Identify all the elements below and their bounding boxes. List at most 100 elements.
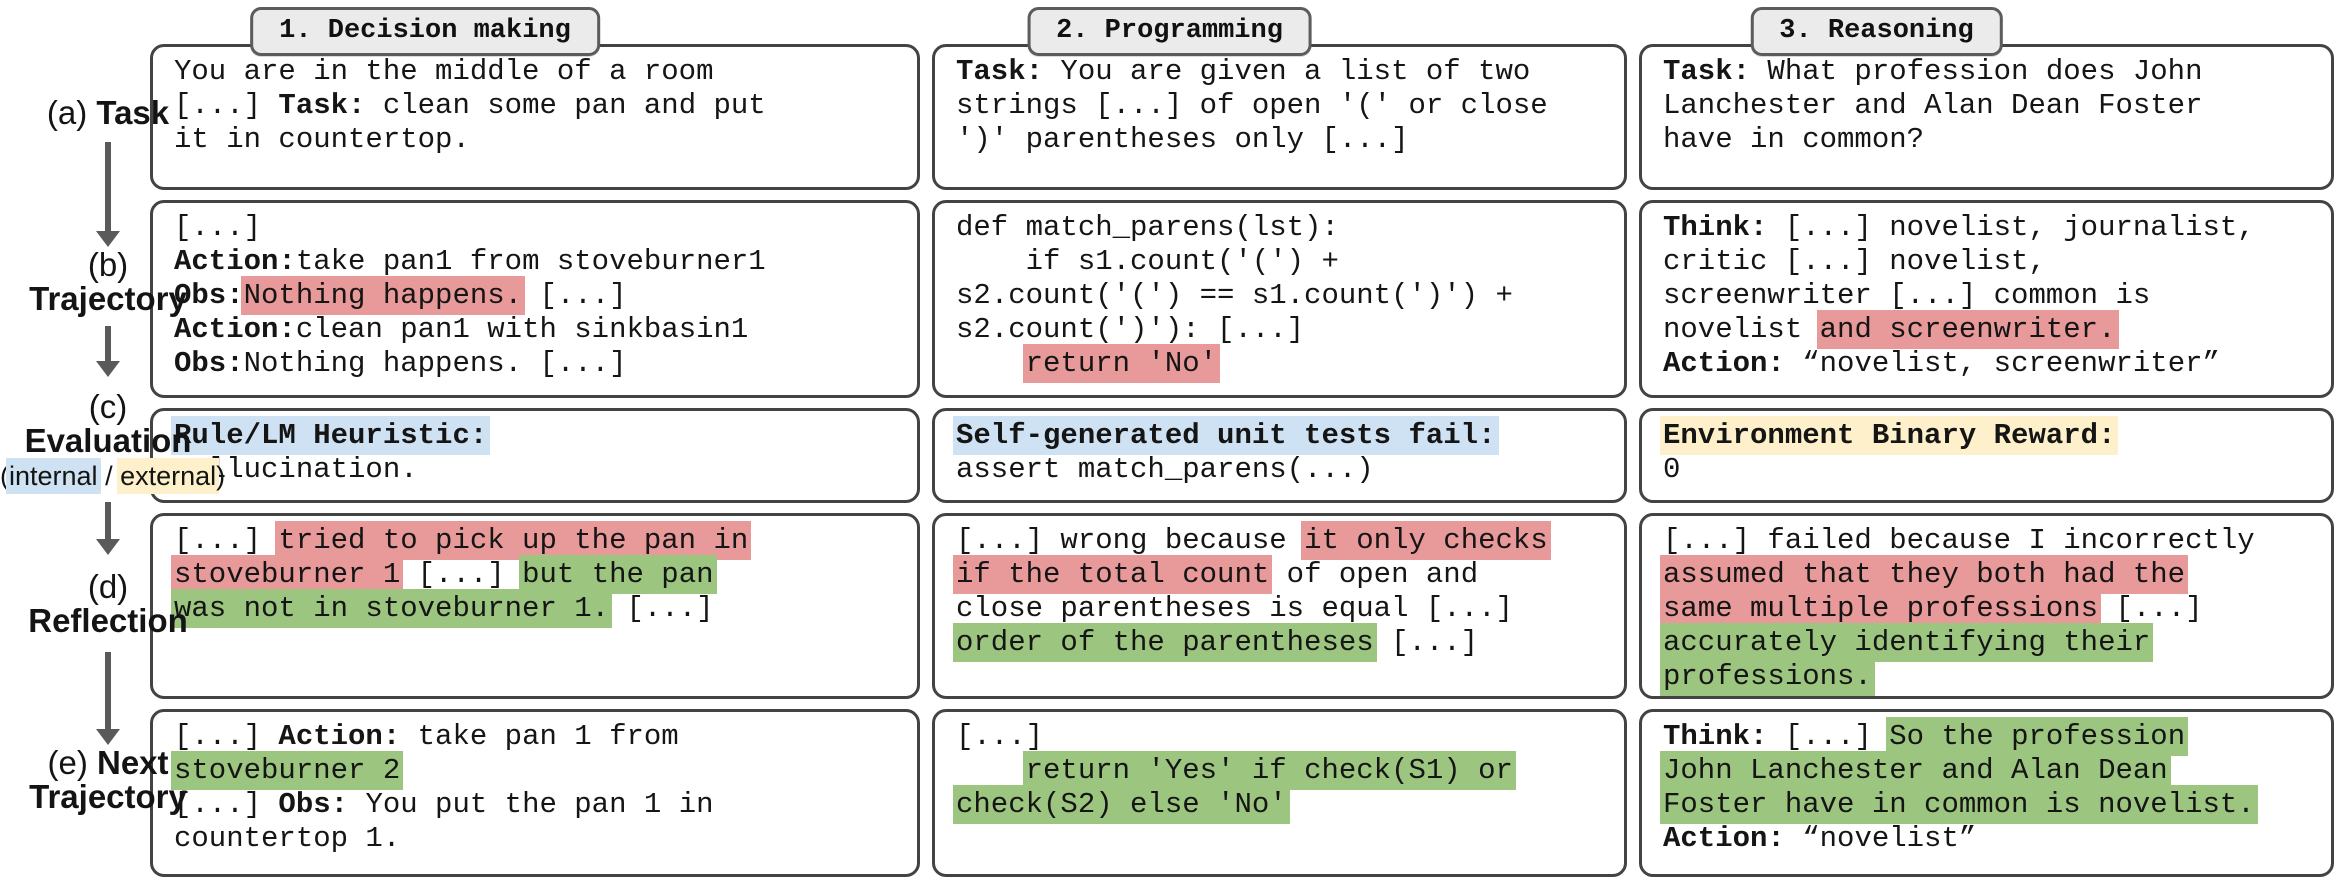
text-line: Action:clean pan1 with sinkbasin1 <box>174 313 896 347</box>
red-highlighted-text: it only checks <box>1301 521 1551 560</box>
text-segment: if s1.count('(') + <box>956 245 1339 278</box>
text-line: def match_parens(lst): <box>956 211 1603 245</box>
text-segment: clean pan1 with sinkbasin1 <box>295 313 749 346</box>
arrow-evaluation-to-reflection-icon <box>105 502 111 540</box>
row-label-evaluation: (c) Evaluation (internal / external) <box>0 390 225 494</box>
text-segment: “novelist, screenwriter” <box>1784 347 2220 380</box>
decision-making-task-box: You are in the middle of a room[...] Tas… <box>150 44 920 190</box>
text-line: [...] Task: clean some pan and put <box>174 89 896 123</box>
text-segment: 0 <box>1663 453 1681 486</box>
text-line: You are in the middle of a room <box>174 55 896 89</box>
note-paren: ) <box>216 461 226 491</box>
text-line: strings [...] of open '(' or close <box>956 89 1603 123</box>
text-line: [...] <box>956 720 1603 754</box>
text-segment: Think: <box>1663 720 1768 753</box>
text-line: Lanchester and Alan Dean Foster <box>1663 89 2310 123</box>
text-segment: You put the pan 1 in <box>348 788 714 821</box>
text-segment: Obs: <box>278 788 349 821</box>
text-segment: What profession does John <box>1750 55 2203 88</box>
text-segment: [...] <box>1373 626 1479 659</box>
text-line: stoveburner 1 [...] but the pan <box>171 555 896 594</box>
green-highlighted-text: check(S2) else 'No' <box>953 785 1290 824</box>
row-label-text-line2: Trajectory <box>29 778 187 815</box>
red-highlighted-text: tried to pick up the pan in <box>275 521 752 560</box>
text-line: Rule/LM Heuristic: <box>171 416 896 455</box>
arrow-reflection-to-next-icon <box>105 652 111 730</box>
text-segment: close parentheses is equal [...] <box>956 592 1513 625</box>
programming-trajectory-box: def match_parens(lst): if s1.count('(') … <box>932 200 1627 398</box>
text-line: return 'No' <box>956 344 1603 383</box>
text-segment: take pan1 from stoveburner1 <box>295 245 766 278</box>
text-line: if s1.count('(') + <box>956 245 1603 279</box>
green-highlighted-text: Foster have in common is novelist. <box>1660 785 2258 824</box>
column-header-tab-programming: 2. Programming <box>1027 7 1312 56</box>
text-segment: Action: <box>1663 347 1785 380</box>
text-line: check(S2) else 'No' <box>953 785 1603 824</box>
red-highlighted-text: same multiple professions <box>1660 589 2102 628</box>
green-highlighted-text: return 'Yes' if check(S1) or <box>1022 751 1516 790</box>
text-segment: Think: <box>1663 211 1768 244</box>
green-highlighted-text: but the pan <box>519 555 717 594</box>
text-line: Hallucination. <box>174 453 896 487</box>
text-segment: s2.count('(') == s1.count(')') + <box>956 279 1513 312</box>
text-segment: [...] <box>1767 720 1890 753</box>
note-paren: ( <box>0 461 9 491</box>
text-segment: ')' parentheses only [...] <box>956 123 1409 156</box>
red-highlighted-text: and screenwriter. <box>1816 310 2119 349</box>
column-header-tab-decision-making: 1. Decision making <box>250 7 600 56</box>
text-segment: Task: <box>956 55 1044 88</box>
text-segment: screenwriter [...] common is <box>1663 279 2151 312</box>
text-line: 0 <box>1663 453 2310 487</box>
text-segment: Nothing happens. [...] <box>243 347 627 380</box>
text-line: close parentheses is equal [...] <box>956 592 1603 626</box>
text-segment: have in common? <box>1663 123 1925 156</box>
text-segment: Obs: <box>174 347 244 380</box>
text-line: if the total count of open and <box>953 555 1603 594</box>
text-line: same multiple professions [...] <box>1660 589 2310 628</box>
text-segment: “novelist” <box>1784 822 1977 855</box>
green-highlighted-text: accurately identifying their <box>1660 623 2154 662</box>
text-line: Self-generated unit tests fail: <box>953 416 1603 455</box>
row-label-trajectory: (b) Trajectory <box>0 248 216 316</box>
text-line: order of the parentheses [...] <box>953 623 1603 662</box>
text-line: [...] failed because I incorrectly <box>1663 524 2310 558</box>
text-segment: Action: <box>174 313 296 346</box>
text-segment: Action: <box>174 245 296 278</box>
text-line: ')' parentheses only [...] <box>956 123 1603 157</box>
red-highlighted-text: return 'No' <box>1022 344 1221 383</box>
green-highlighted-text: order of the parentheses <box>953 623 1377 662</box>
text-line: screenwriter [...] common is <box>1663 279 2310 313</box>
text-line: Obs:Nothing happens. [...] <box>174 347 896 381</box>
row-label-task: (a) Task <box>0 96 216 130</box>
text-segment: def match_parens(lst): <box>956 211 1339 244</box>
row-label-text: Reflection <box>28 602 188 639</box>
row-label-prefix: (d) <box>87 568 129 605</box>
red-highlighted-text: if the total count <box>953 555 1273 594</box>
text-segment: [...] <box>174 524 279 557</box>
text-segment: [...] <box>522 279 627 312</box>
text-segment: Lanchester and Alan Dean Foster <box>1663 89 2203 122</box>
text-line: Action: “novelist, screenwriter” <box>1663 347 2310 381</box>
text-line: Environment Binary Reward: <box>1660 416 2310 455</box>
text-line: Task: You are given a list of two <box>956 55 1603 89</box>
row-label-prefix: (e) <box>47 744 97 781</box>
text-segment <box>956 754 1026 787</box>
text-segment: s2.count(')'): [...] <box>956 313 1305 346</box>
text-segment: Action: <box>278 720 401 753</box>
reasoning-evaluation-box: Environment Binary Reward:0 <box>1639 408 2334 503</box>
row-label-text: Trajectory <box>29 280 187 317</box>
text-segment: You are in the middle of a room <box>174 55 714 88</box>
row-label-text: Next <box>96 744 169 781</box>
text-line: [...] Action: take pan 1 from <box>174 720 896 754</box>
text-line: professions. <box>1660 657 2310 696</box>
text-line: Obs:Nothing happens. [...] <box>174 276 896 315</box>
